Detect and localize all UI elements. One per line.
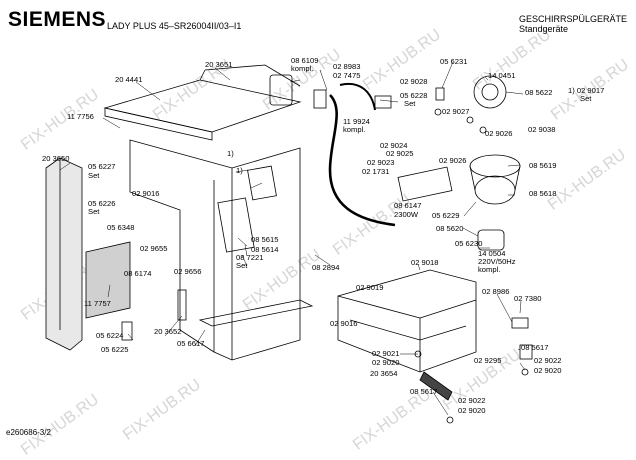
- part-label: 08 6174: [124, 269, 152, 278]
- part-label: Set: [236, 261, 248, 270]
- part-label: 220V/50Hz: [478, 257, 516, 266]
- inlet-valve: [269, 74, 293, 106]
- part-label: 02 9024: [380, 141, 408, 150]
- part-label: kompl.: [291, 64, 314, 73]
- part-label: 02 9020: [534, 366, 562, 375]
- door-inner-panel: [85, 241, 131, 319]
- part-label: 05 6617: [177, 339, 205, 348]
- part-label: 02 9023: [367, 158, 395, 167]
- part-label: 02 9022: [458, 396, 486, 405]
- part-label: 02 9016: [330, 319, 358, 328]
- part-label: 02 9016: [132, 189, 160, 198]
- part-label: 05 6224: [96, 331, 124, 340]
- cabinet-body: [129, 139, 301, 361]
- part-label: 08 7221: [236, 253, 264, 262]
- part-label: 08 5619: [529, 161, 557, 170]
- part-label: 08 5622: [525, 88, 553, 97]
- part-label: 08 6147: [394, 201, 422, 210]
- part-label: 02 9038: [528, 125, 556, 134]
- part-label: 02 7380: [514, 294, 542, 303]
- category-subtitle: Standgeräte: [519, 24, 569, 34]
- part-label: 05 6229: [432, 211, 460, 220]
- part-label: 02 9025: [386, 149, 414, 158]
- part-label: 1) 02 9017: [568, 86, 605, 95]
- pump-housing: [473, 75, 507, 109]
- part-label: 20 3650: [42, 154, 70, 163]
- part-label: 02 9020: [458, 406, 486, 415]
- part-label: 02 9018: [411, 258, 439, 267]
- door-panel: [45, 157, 83, 351]
- part-label: 14 0451: [488, 71, 516, 80]
- part-label: 02 9027: [442, 107, 470, 116]
- part-label: 02 9021: [372, 349, 400, 358]
- part-label: 05 6230: [455, 239, 483, 248]
- part-label: kompl.: [343, 125, 366, 134]
- kick-plate: [198, 299, 314, 327]
- part-label: 1): [236, 166, 243, 175]
- part-label: 05 6226: [88, 199, 116, 208]
- heater-block: [397, 166, 453, 202]
- part-label: 11 9924: [343, 117, 370, 126]
- part-label: 20 3654: [370, 369, 398, 378]
- part-label: 02 9020: [372, 358, 400, 367]
- part-label: Set: [88, 207, 100, 216]
- part-label: 02 8986: [482, 287, 510, 296]
- document-id: e260686-3/2: [6, 428, 51, 437]
- bottom-strip: [419, 371, 453, 401]
- part-label: 02 9026: [485, 129, 513, 138]
- part-label: 08 5614: [251, 245, 279, 254]
- model-title: LADY PLUS 45–SR26004II/03–I1: [107, 21, 242, 31]
- part-label: 02 9655: [140, 244, 168, 253]
- part-label: 05 6227: [88, 162, 116, 171]
- top-cover-edge: [104, 107, 213, 141]
- part-label: 2300W: [394, 210, 419, 219]
- part-label: 11 7757: [84, 299, 111, 308]
- part-label: Set: [580, 94, 592, 103]
- diagram-artwork: [45, 61, 533, 424]
- part-label: 08 5617: [521, 343, 549, 352]
- part-label: Set: [404, 99, 416, 108]
- part-label: 02 9656: [174, 267, 202, 276]
- part-label: 20 4441: [115, 75, 143, 84]
- part-label: 02 9028: [400, 77, 428, 86]
- base-frame: [337, 269, 477, 373]
- top-cover-panel: [103, 79, 302, 133]
- part-label: 11 7756: [67, 112, 94, 121]
- control-module: [217, 197, 255, 253]
- pump-motor: [477, 229, 505, 251]
- part-label: 14 0504: [478, 249, 506, 258]
- part-label: 08 5620: [436, 224, 464, 233]
- part-label: 20 3652: [154, 327, 182, 336]
- part-label: 20 3651: [205, 60, 233, 69]
- brand-logo: SIEMENS: [8, 8, 107, 31]
- part-label: 08 5618: [529, 189, 557, 198]
- part-label: 05 6225: [101, 345, 129, 354]
- part-label: Set: [88, 171, 100, 180]
- part-label: 02 1731: [362, 167, 390, 176]
- part-label: kompl.: [478, 265, 501, 274]
- part-label: 08 2894: [312, 263, 340, 272]
- drain-hose: [328, 94, 396, 227]
- sump-bowl: [469, 154, 521, 178]
- part-label: 02 9019: [356, 283, 384, 292]
- part-label: 08 5617: [410, 387, 438, 396]
- category-title: GESCHIRRSPÜLGERÄTE: [519, 14, 628, 24]
- part-label: 05 6231: [440, 57, 468, 66]
- part-label: 05 6228: [400, 91, 428, 100]
- exploded-parts-diagram: FIX-HUB.RU FIX-HUB.RU FIX-HUB.RU FIX-HUB…: [6, 8, 632, 459]
- part-label: 02 8983: [333, 62, 361, 71]
- part-label: 08 6109: [291, 56, 319, 65]
- part-label: 02 9295: [474, 356, 502, 365]
- part-label: 02 9026: [439, 156, 467, 165]
- part-label: 02 9022: [534, 356, 562, 365]
- part-label: 1): [227, 149, 234, 158]
- part-label: 02 7475: [333, 71, 361, 80]
- part-label: 08 5615: [251, 235, 279, 244]
- part-label: 05 6348: [107, 223, 135, 232]
